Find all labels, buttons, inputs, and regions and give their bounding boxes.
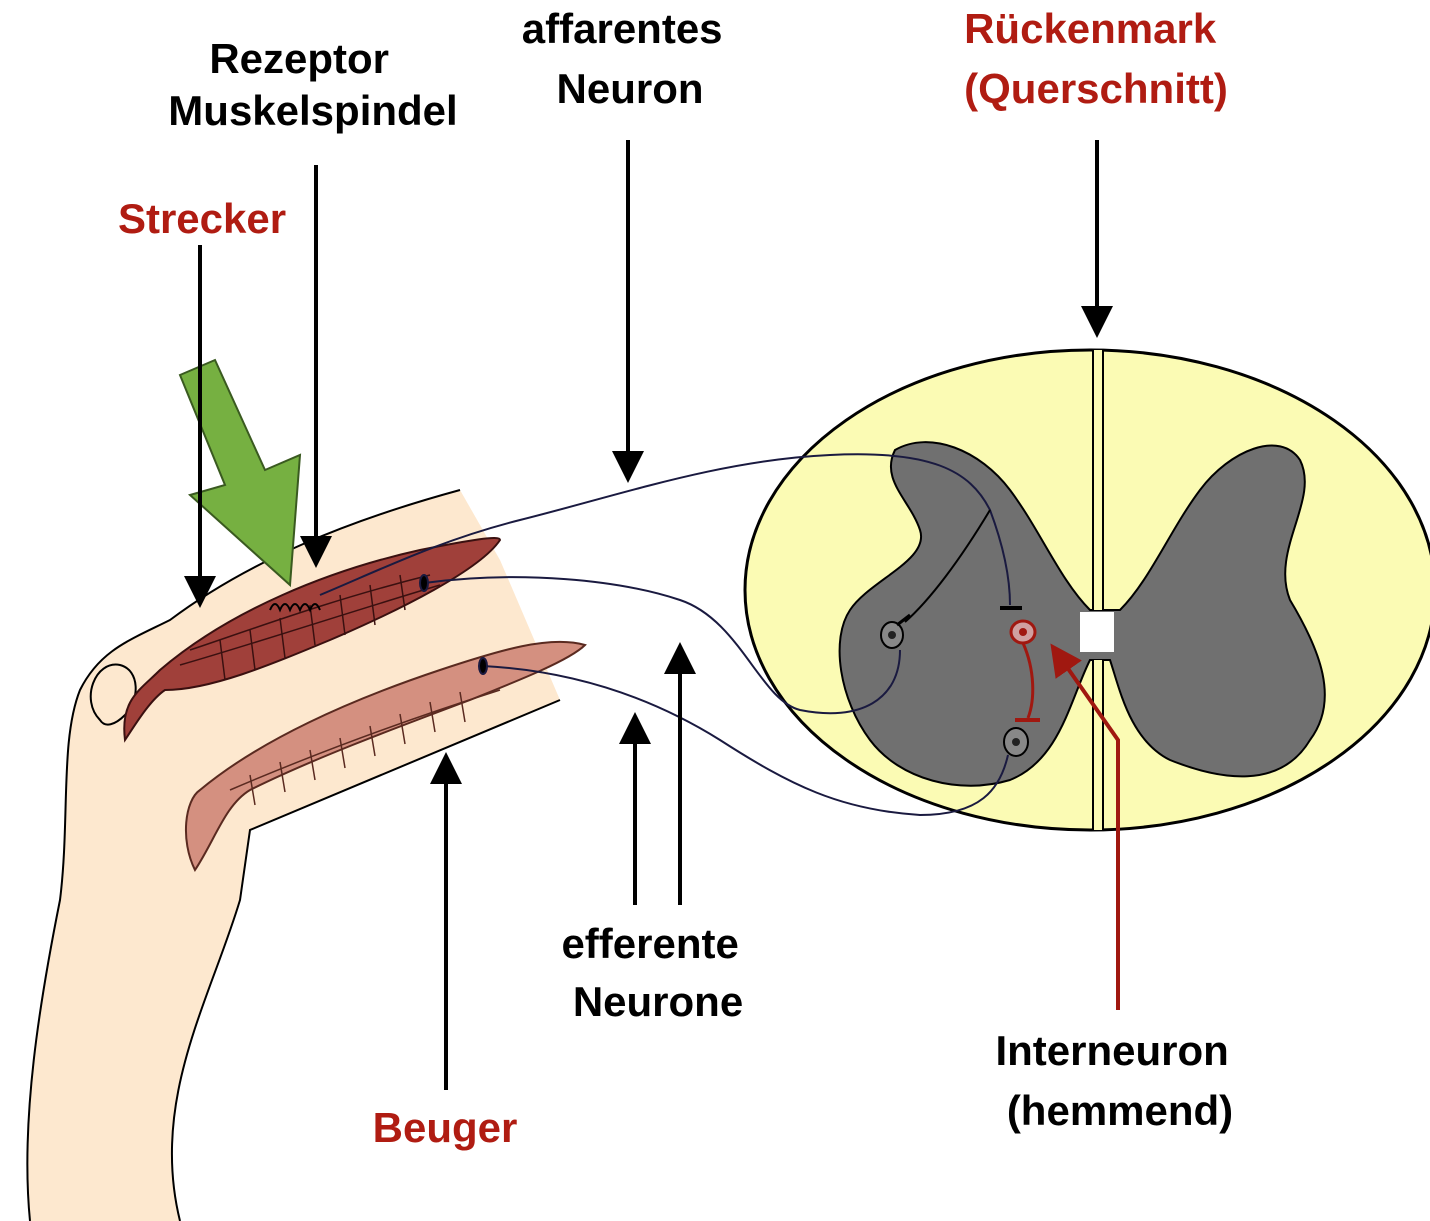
label-strecker: Strecker	[118, 195, 286, 242]
label-beuger: Beuger	[373, 1104, 518, 1151]
label-interneuron: Interneuron (hemmend)	[995, 1027, 1240, 1134]
spinal-cord	[745, 350, 1430, 830]
label-afferent: affarentes Neuron	[522, 5, 734, 112]
label-efferent: efferente Neurone	[561, 920, 750, 1025]
label-rueckenmark: Rückenmark (Querschnitt)	[964, 5, 1228, 112]
central-canal	[1080, 612, 1114, 652]
label-rezeptor: Rezeptor Muskelspindel	[168, 35, 457, 134]
white-matter	[745, 350, 1430, 830]
